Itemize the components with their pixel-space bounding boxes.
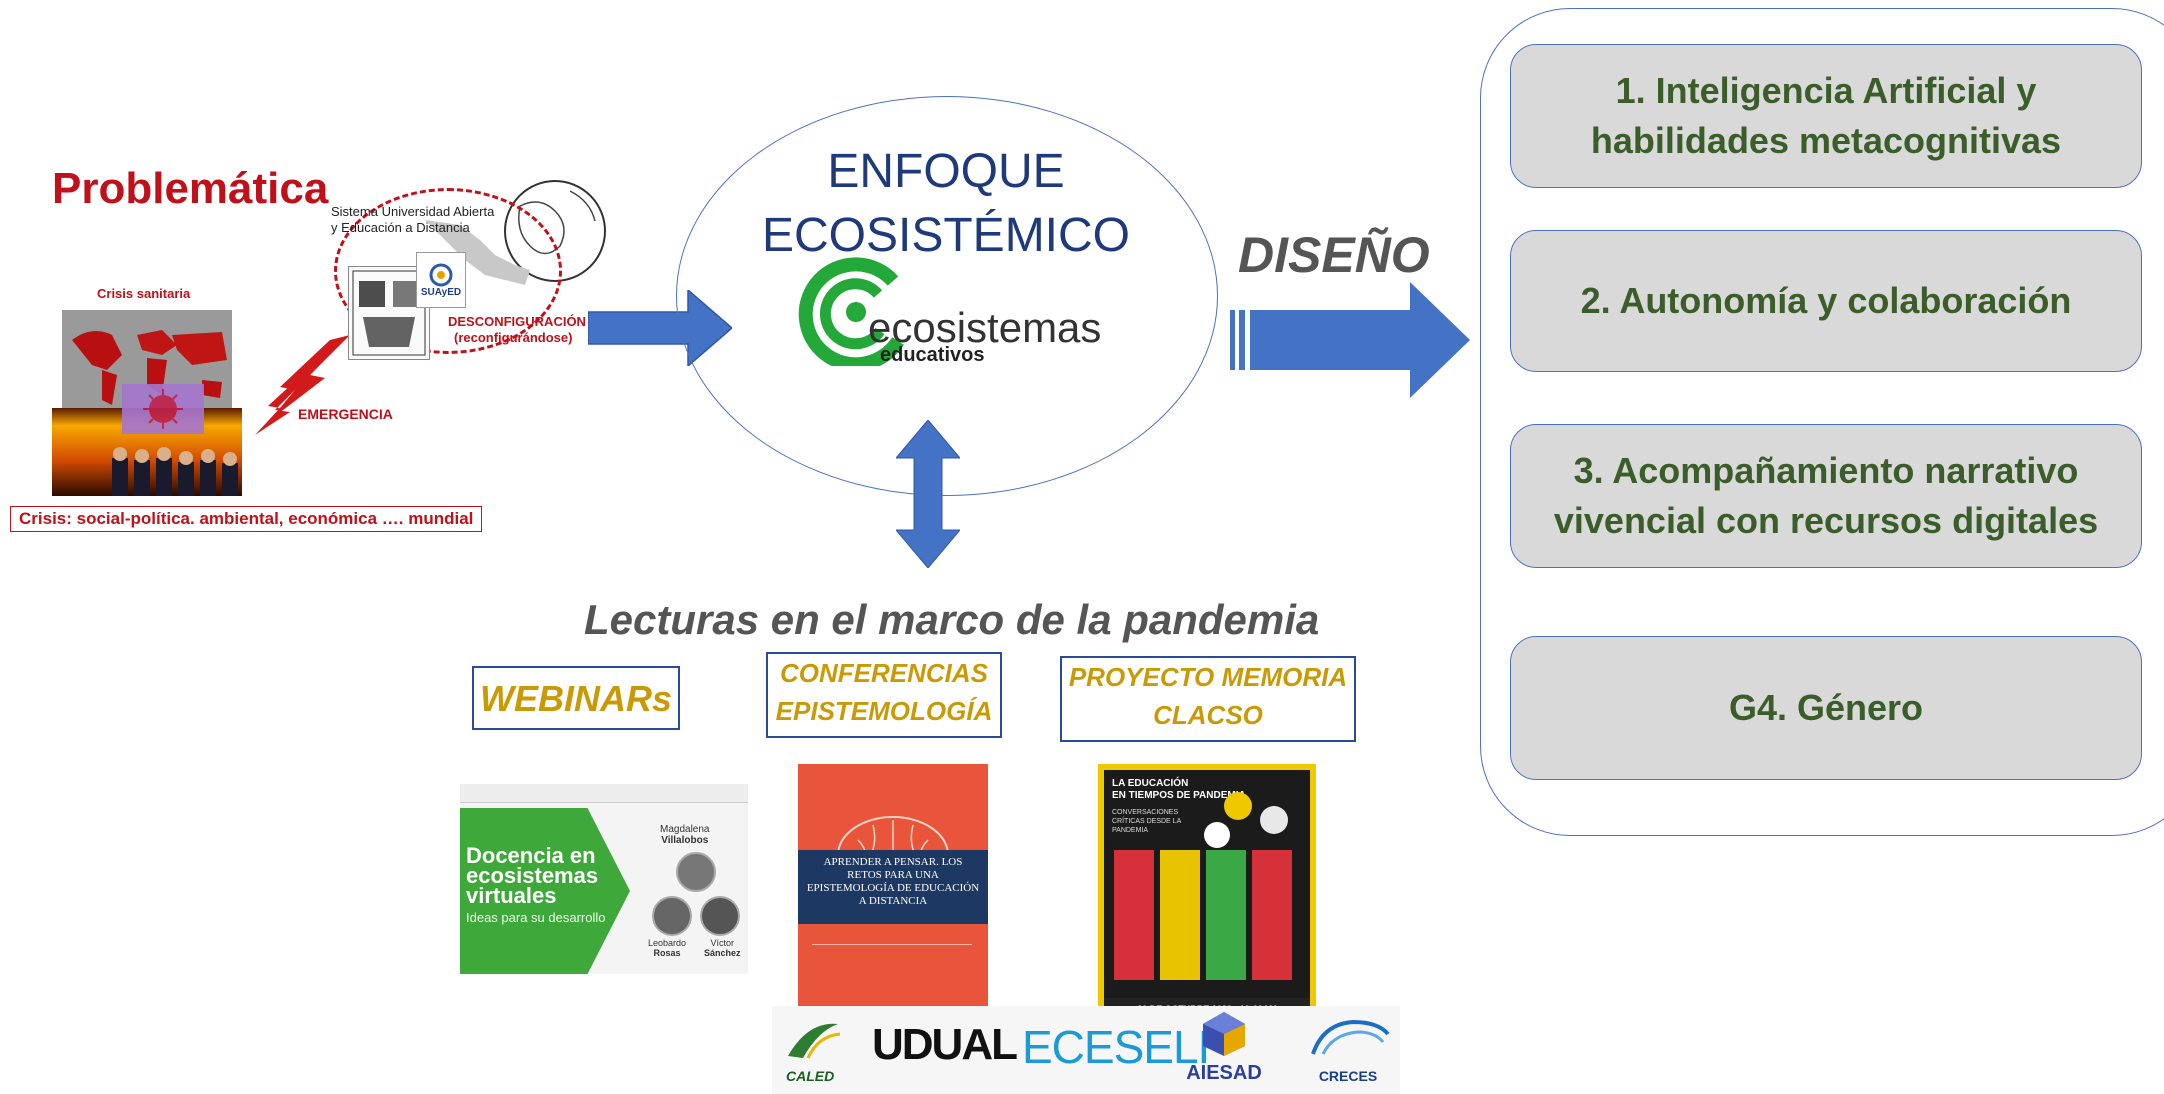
webinar-person3-avatar <box>700 896 740 936</box>
problematica-title: Problemática <box>52 164 329 213</box>
memoria-box: PROYECTO MEMORIA CLACSO <box>1060 656 1356 742</box>
creces-logo: CRECES <box>1300 1014 1396 1092</box>
item-acompanamiento-line2: vivencial con recursos digitales <box>1553 500 2099 541</box>
memoria-poster-logo2 <box>1204 822 1230 848</box>
arrow-right-to-items <box>1230 282 1470 398</box>
item-autonomia-box: 2. Autonomía y colaboración <box>1510 230 2142 372</box>
conferencia-poster-title: APRENDER A PENSAR. LOS RETOS PARA UNA EP… <box>798 850 988 924</box>
right-panel <box>1480 8 2164 836</box>
suayed-logo: SUAyED <box>416 252 466 308</box>
memoria-poster-logo1 <box>1224 792 1252 820</box>
webinar-person2-avatar <box>652 896 692 936</box>
lecturas-heading: Lecturas en el marco de la pandemia <box>584 596 1320 643</box>
conferencias-box: CONFERENCIAS EPISTEMOLOGÍA <box>766 652 1002 738</box>
memoria-panel-yellow <box>1160 850 1200 980</box>
crisis-sanitaria-label: Crisis sanitaria <box>97 286 191 301</box>
item-genero-box: G4. Género <box>1510 636 2142 780</box>
webinar-person2-first: Leobardo <box>648 938 687 948</box>
webinar-subtitle: Ideas para su desarrollo <box>466 910 606 925</box>
conferencias-line2: EPISTEMOLOGÍA <box>775 696 993 726</box>
memoria-poster-logo3 <box>1260 806 1288 834</box>
conferencia-poster-details <box>812 944 972 995</box>
sua-label-line1: Sistema Universidad Abierta <box>331 204 495 219</box>
memoria-line1: PROYECTO MEMORIA <box>1068 662 1348 692</box>
ecosistemas-logo-text: ecosistemas <box>868 304 1102 351</box>
webinar-person3-first: Víctor <box>710 938 735 948</box>
webinar-poster-header <box>460 784 748 803</box>
memoria-poster-subtitle: CONVERSACIONES CRÍTICAS DESDE LA PANDEMI… <box>1112 809 1181 834</box>
webinars-box: WEBINARs <box>472 666 680 730</box>
webinar-poster: Docencia en ecosistemas virtuales Ideas … <box>460 784 748 974</box>
partner-logos-strip: CALED UDUAL ECESELI AIESAD CRECES <box>772 1006 1400 1094</box>
reconfigurandose-label: (reconfigurándose) <box>454 330 573 345</box>
memoria-poster-title2: EN TIEMPOS DE PANDEMIA. <box>1112 790 1249 801</box>
enfoque-oval <box>676 96 1218 496</box>
webinar-title-line1: Docencia en <box>466 843 596 868</box>
eceseli-logo: ECESELI <box>1022 1021 1210 1073</box>
item-acompanamiento-line1: 3. Acompañamiento narrativo <box>1573 450 2079 491</box>
webinar-title-line3: virtuales <box>466 883 557 908</box>
diseno-label: DISEÑO <box>1238 227 1430 283</box>
world-map-image <box>62 310 232 412</box>
caled-logo: CALED <box>778 1016 848 1088</box>
sua-label-line2: y Educación a Distancia <box>331 220 470 235</box>
memoria-poster: LA EDUCACIÓN EN TIEMPOS DE PANDEMIA. CON… <box>1098 764 1316 1026</box>
caled-swoosh-icon <box>788 1023 841 1059</box>
memoria-panel-green <box>1206 850 1246 980</box>
memoria-poster-title1: LA EDUCACIÓN <box>1112 778 1189 789</box>
webinar-person2-last: Rosas <box>653 948 681 958</box>
webinar-title-line2: ecosistemas <box>466 863 599 888</box>
aiesad-logo: AIESAD <box>1184 1008 1264 1092</box>
enfoque-title-line2: ECOSISTÉMICO <box>761 209 1131 262</box>
educativos-logo-text: educativos <box>880 344 985 366</box>
crisis-mundial-bar: Crisis: social-política. ambiental, econ… <box>10 506 483 532</box>
conferencia-poster: APRENDER A PENSAR. LOS RETOS PARA UNA EP… <box>798 764 988 1020</box>
desconfiguracion-ellipse <box>334 188 562 354</box>
memoria-panel-red <box>1114 850 1154 980</box>
emergencia-label: EMERGENCIA <box>298 406 393 422</box>
item-ia-line1: 1. Inteligencia Artificial y <box>1615 70 2037 111</box>
double-arrow-vertical <box>894 419 962 569</box>
webinar-person1-first: Magdalena <box>660 824 710 835</box>
udual-logo: UDUAL <box>872 1020 1018 1069</box>
creces-wave-icon <box>1311 1019 1390 1055</box>
webinar-person1-avatar <box>676 852 716 892</box>
item-ia-line2: habilidades metacognitivas <box>1590 120 2062 161</box>
enfoque-title-line1: ENFOQUE <box>827 145 1065 198</box>
webinar-person1-last: Villalobos <box>661 835 709 846</box>
item-genero-line1: G4. Género <box>1728 687 1924 728</box>
aiesad-cube-icon <box>1203 1012 1245 1056</box>
webinar-person3-last: Sánchez <box>704 948 741 958</box>
suayed-symbol-icon <box>429 263 453 286</box>
creces-logo-text: CRECES <box>1318 1068 1378 1084</box>
aiesad-logo-text: AIESAD <box>1186 1062 1262 1084</box>
memoria-line2: CLACSO <box>1153 700 1263 730</box>
caled-logo-text: CALED <box>786 1068 835 1084</box>
item-ia-box: 1. Inteligencia Artificial y habilidades… <box>1510 44 2142 188</box>
item-autonomia-line1: 2. Autonomía y colaboración <box>1580 280 2072 321</box>
virus-image <box>122 384 204 434</box>
ecosistemas-logo-mark <box>798 256 918 372</box>
suayed-logo-text: SUAyED <box>420 286 462 298</box>
memoria-panel-red2 <box>1252 850 1292 980</box>
desconfiguracion-label: DESCONFIGURACIÓN <box>448 314 586 329</box>
conferencias-line1: CONFERENCIAS <box>779 658 988 688</box>
lightning-icon <box>250 330 360 440</box>
item-acompanamiento-box: 3. Acompañamiento narrativo vivencial co… <box>1510 424 2142 568</box>
